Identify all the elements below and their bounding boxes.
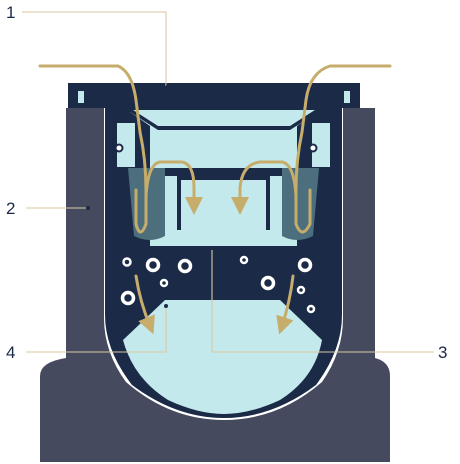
right-clamp-plate	[310, 121, 332, 169]
bubble-icon	[145, 257, 161, 273]
bubble-icon	[120, 290, 136, 306]
flow-arrows	[38, 64, 392, 335]
top-cap	[68, 83, 360, 108]
cap-notch-right	[344, 91, 350, 103]
flow-arrow-icon	[134, 274, 155, 335]
callout-label-4: 4	[6, 343, 15, 362]
flow-arrow-icon	[144, 160, 203, 215]
callout-label-2: 2	[6, 199, 15, 218]
lower-pool	[123, 300, 322, 414]
bubble-icon	[122, 257, 132, 267]
leader-line-3	[211, 248, 434, 353]
bubbles	[120, 255, 316, 314]
leader-dot-1	[166, 84, 170, 88]
callout-label-3: 3	[438, 343, 447, 362]
flow-arrow-icon	[276, 274, 295, 335]
separator-plate	[105, 246, 342, 256]
flow-arrow-icon	[294, 64, 392, 234]
flow-arrow-icon	[231, 160, 298, 215]
left-bolt-icon	[114, 143, 124, 153]
electrode-highlight	[181, 170, 266, 176]
bubble-icon	[260, 275, 276, 291]
central-electrode	[165, 168, 282, 230]
leader-dot-4	[164, 304, 168, 308]
shell-top-edge	[105, 108, 342, 130]
cap-notch-left	[78, 91, 84, 103]
callout-label-1: 1	[6, 3, 15, 22]
bubble-icon	[177, 258, 193, 274]
flow-arrow-icon	[38, 64, 148, 234]
bubble-icon	[296, 285, 306, 295]
leader-dot-3	[210, 246, 214, 250]
callouts: 1 2 3 4	[6, 3, 447, 362]
bubble-icon	[159, 278, 169, 288]
bubble-icon	[306, 304, 316, 314]
leader-dot-2	[86, 206, 90, 210]
leader-line-1	[22, 11, 167, 86]
right-gasket	[282, 168, 319, 240]
right-bolt-icon	[308, 143, 318, 153]
bubble-icon	[239, 255, 249, 265]
outer-housing	[40, 108, 390, 462]
leader-line-4	[26, 308, 167, 353]
bubble-icon	[297, 257, 313, 273]
